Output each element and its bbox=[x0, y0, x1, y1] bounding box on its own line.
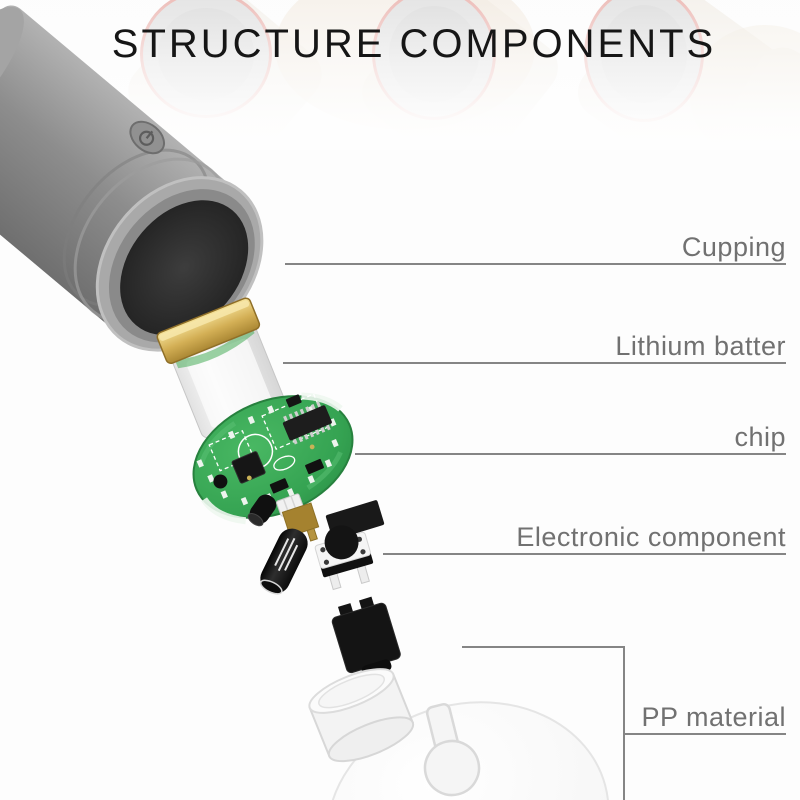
transparent-cap bbox=[308, 668, 415, 763]
leader-line-pp-pointer bbox=[462, 646, 623, 648]
label-electronic-component: Electronic component bbox=[516, 522, 786, 552]
leader-line-pp-label bbox=[623, 733, 786, 735]
label-lithium-battery: Lithium batter bbox=[615, 331, 786, 361]
leader-line-lithium-battery bbox=[283, 362, 786, 364]
leader-line-cupping bbox=[285, 263, 786, 265]
leader-line-chip bbox=[355, 453, 786, 455]
tact-switch bbox=[314, 525, 374, 591]
page-title: STRUCTURE COMPONENTS bbox=[111, 22, 717, 66]
power-button-icon bbox=[129, 120, 166, 155]
cell-battery bbox=[259, 528, 308, 595]
cupping-device-cylinder bbox=[0, 5, 264, 352]
label-cupping: Cupping bbox=[681, 232, 786, 262]
pump-valve bbox=[331, 596, 401, 678]
label-chip: chip bbox=[734, 422, 786, 452]
keyhole-recess bbox=[423, 703, 481, 797]
circuit-board bbox=[192, 392, 354, 525]
pp-shell bbox=[326, 701, 610, 800]
leader-line-pp-vertical bbox=[623, 646, 625, 800]
header-background bbox=[0, 0, 800, 150]
label-pp-material: PP material bbox=[641, 702, 786, 732]
soic-chip bbox=[282, 401, 332, 445]
leader-line-electronic-component bbox=[383, 553, 786, 555]
